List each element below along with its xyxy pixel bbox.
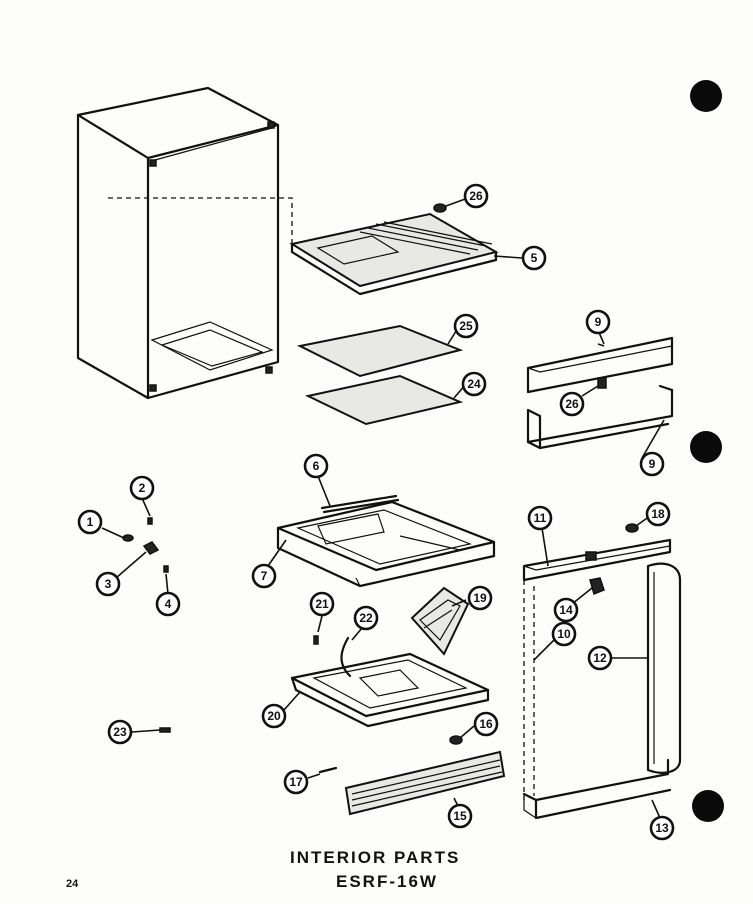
callout-20: 20 — [261, 703, 287, 729]
callout-4: 4 — [155, 591, 181, 617]
part-13-door-shelf-lower — [522, 758, 672, 820]
callout-21: 21 — [309, 591, 335, 617]
svg-text:16: 16 — [479, 717, 493, 731]
svg-text:12: 12 — [593, 651, 607, 665]
svg-text:15: 15 — [453, 809, 467, 823]
callout-16: 16 — [473, 711, 499, 737]
model-number: ESRF-16W — [336, 872, 438, 891]
callout-25: 25 — [453, 313, 479, 339]
callout-17: 17 — [283, 769, 309, 795]
svg-text:22: 22 — [359, 611, 373, 625]
svg-text:24: 24 — [467, 377, 481, 391]
callout-23: 23 — [107, 719, 133, 745]
parts-1-4-hardware — [122, 517, 169, 573]
part-8-9-door-shelf-upper — [526, 336, 674, 450]
part-24-panel — [304, 374, 464, 426]
part-16-clip — [449, 735, 463, 745]
leader-lines — [101, 197, 665, 819]
svg-text:3: 3 — [105, 577, 112, 591]
part-19-cover — [410, 586, 470, 656]
svg-text:13: 13 — [655, 821, 669, 835]
svg-text:21: 21 — [315, 597, 329, 611]
part-22-clip — [340, 636, 352, 678]
part-18-clip — [625, 523, 639, 533]
part-17-clip — [318, 766, 338, 774]
callout-27: 26 — [559, 391, 585, 417]
svg-text:9: 9 — [649, 457, 656, 471]
binding-hole — [692, 790, 724, 822]
svg-text:14: 14 — [559, 603, 573, 617]
part-7-crisper-frame — [276, 500, 496, 588]
part-5-top-plate — [289, 212, 499, 296]
part-23-screw — [159, 727, 171, 733]
svg-text:7: 7 — [261, 569, 268, 583]
callout-6: 6 — [303, 453, 329, 479]
svg-text:26: 26 — [469, 189, 483, 203]
callout-3: 3 — [95, 571, 121, 597]
callout-9-lower: 9 — [639, 451, 665, 477]
callout-19: 19 — [467, 585, 493, 611]
callout-2: 2 — [129, 475, 155, 501]
svg-text:6: 6 — [313, 459, 320, 473]
page-number: 24 — [66, 878, 79, 890]
callout-5: 5 — [521, 245, 547, 271]
svg-text:5: 5 — [531, 251, 538, 265]
callout-1: 1 — [77, 509, 103, 535]
callout-9-upper: 9 — [585, 309, 611, 335]
svg-text:19: 19 — [473, 591, 487, 605]
callout-27-label: 26 — [565, 397, 579, 411]
part-25-panel — [296, 324, 464, 378]
callout-18: 18 — [645, 501, 671, 527]
svg-text:4: 4 — [165, 597, 172, 611]
part-6-rod — [320, 494, 400, 514]
svg-text:17: 17 — [289, 775, 303, 789]
svg-text:20: 20 — [267, 709, 281, 723]
callout-12: 12 — [587, 645, 613, 671]
svg-text:23: 23 — [113, 725, 127, 739]
part-15-grille — [344, 750, 506, 816]
part-21-screw — [313, 635, 319, 645]
callout-24: 24 — [461, 371, 487, 397]
callout-22: 22 — [353, 605, 379, 631]
part-26-cap — [433, 203, 447, 213]
part-20-tray — [290, 652, 490, 728]
svg-text:9: 9 — [595, 315, 602, 329]
binding-hole — [690, 80, 722, 112]
svg-text:25: 25 — [459, 319, 473, 333]
svg-text:2: 2 — [139, 481, 146, 495]
callout-13: 13 — [649, 815, 675, 841]
svg-text:11: 11 — [534, 511, 547, 525]
cabinet-shell — [76, 86, 293, 400]
part-12-side-panel — [646, 562, 682, 774]
callout-14: 14 — [553, 597, 579, 623]
callout-7: 7 — [251, 563, 277, 589]
svg-text:1: 1 — [87, 515, 94, 529]
callout-15: 15 — [447, 803, 473, 829]
callout-10: 10 — [551, 621, 577, 647]
callout-26: 26 — [463, 183, 489, 209]
part-10-11-door-liner — [522, 538, 672, 800]
svg-text:18: 18 — [651, 507, 665, 521]
binding-hole — [690, 431, 722, 463]
callout-11: 11 — [527, 505, 553, 531]
diagram-title: INTERIOR PARTS — [290, 848, 461, 867]
svg-text:10: 10 — [557, 627, 571, 641]
